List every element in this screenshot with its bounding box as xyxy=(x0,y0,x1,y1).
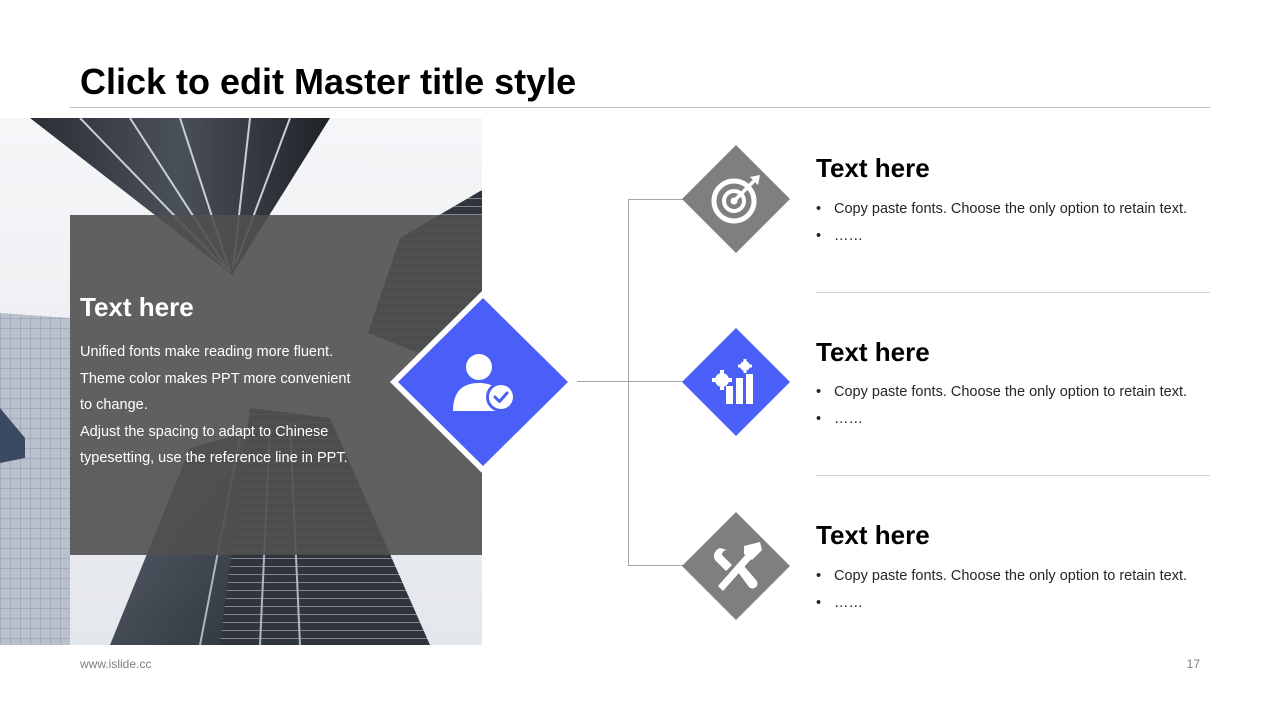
connector-item-2 xyxy=(628,381,683,382)
target-icon xyxy=(711,175,760,224)
footer-url: www.islide.cc xyxy=(80,657,152,671)
overlay-line: typesetting, use the reference line in P… xyxy=(80,450,348,466)
bullet-dot: • xyxy=(816,201,822,217)
connector-item-1 xyxy=(628,199,683,200)
tools-icon xyxy=(713,542,762,591)
bullet-item: • …… xyxy=(816,595,1206,622)
bullet-item: • Copy paste fonts. Choose the only optio… xyxy=(816,568,1206,595)
bullet-text: Copy paste fonts. Choose the only option… xyxy=(834,568,1188,584)
overlay-heading[interactable]: Text here xyxy=(80,292,194,322)
item-3-bullets[interactable]: • Copy paste fonts. Choose the only optio… xyxy=(816,568,1206,622)
bullet-text: …… xyxy=(834,228,863,244)
bullet-dot: • xyxy=(816,411,822,427)
user-check-icon xyxy=(451,351,517,413)
bullet-item: • Copy paste fonts. Choose the only optio… xyxy=(816,384,1206,411)
bullet-text: Copy paste fonts. Choose the only option… xyxy=(834,201,1188,217)
bullet-item: • …… xyxy=(816,228,1206,255)
separator xyxy=(816,292,1210,293)
connector-horizontal xyxy=(577,381,629,382)
overlay-line: to change. xyxy=(80,397,148,413)
item-3-diamond[interactable] xyxy=(682,512,790,620)
gear-chart-icon xyxy=(712,359,753,404)
bullet-item: • Copy paste fonts. Choose the only optio… xyxy=(816,201,1206,228)
item-1-diamond[interactable] xyxy=(682,145,790,253)
page-number: 17 xyxy=(1186,657,1200,671)
bullet-dot: • xyxy=(816,228,822,244)
title-rule xyxy=(70,107,1210,108)
overlay-line: Unified fonts make reading more fluent. xyxy=(80,344,334,360)
separator xyxy=(816,475,1210,476)
overlay-body-text[interactable]: Unified fonts make reading more fluent. … xyxy=(80,339,370,472)
item-1-bullets[interactable]: • Copy paste fonts. Choose the only optio… xyxy=(816,201,1206,255)
item-3-title[interactable]: Text here xyxy=(816,520,930,550)
bullet-dot: • xyxy=(816,595,822,611)
connector-vertical xyxy=(628,199,629,566)
overlay-line: Theme color makes PPT more convenient xyxy=(80,370,351,387)
slide-title[interactable]: Click to edit Master title style xyxy=(80,61,577,102)
item-2-diamond[interactable] xyxy=(682,328,790,436)
bullet-text: Copy paste fonts. Choose the only option… xyxy=(834,384,1188,400)
item-2-title[interactable]: Text here xyxy=(816,337,930,367)
bullet-text: …… xyxy=(834,411,863,427)
item-2-bullets[interactable]: • Copy paste fonts. Choose the only optio… xyxy=(816,384,1206,438)
bullet-dot: • xyxy=(816,568,822,584)
item-1-title[interactable]: Text here xyxy=(816,153,930,183)
bullet-item: • …… xyxy=(816,411,1206,438)
bullet-dot: • xyxy=(816,384,822,400)
bullet-text: …… xyxy=(834,595,863,611)
central-diamond[interactable] xyxy=(389,289,577,475)
overlay-line: Adjust the spacing to adapt to Chinese xyxy=(80,423,329,440)
connector-item-3 xyxy=(628,565,683,566)
